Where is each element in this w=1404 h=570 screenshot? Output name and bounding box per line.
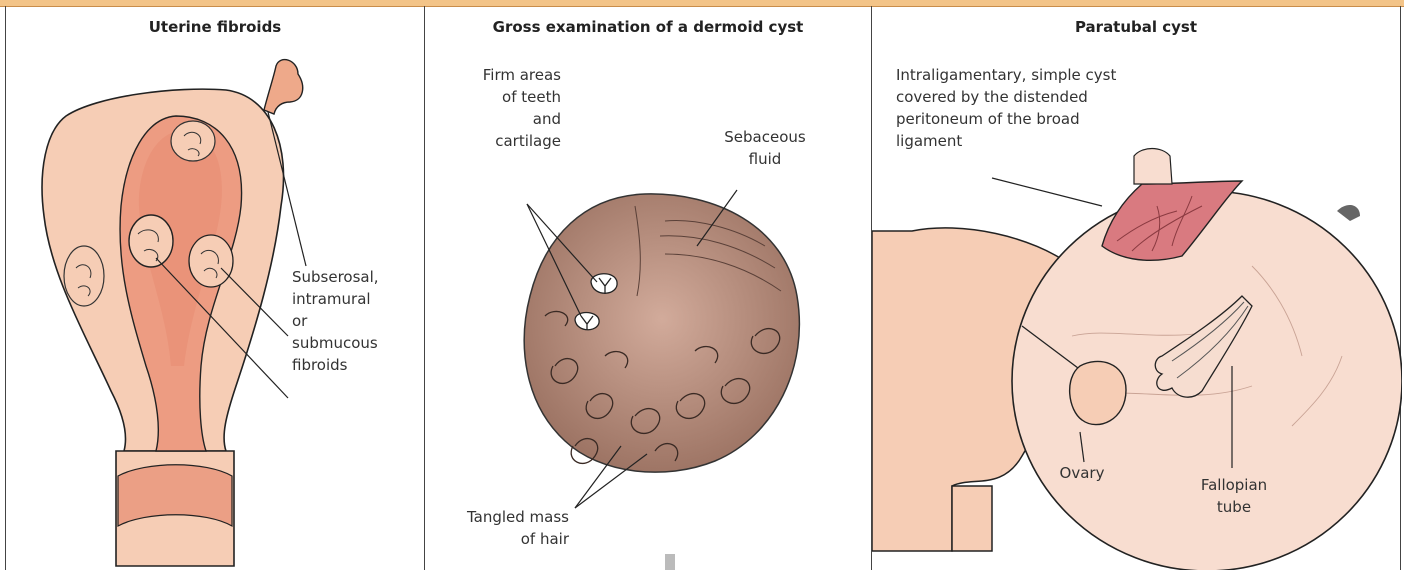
fallopian-tube-label: Fallopian tube <box>1184 474 1284 518</box>
panel-uterine-fibroids: Uterine fibroids Subserosal, intramural … <box>5 6 424 570</box>
fibroids-label: Subserosal, intramural or submucous fibr… <box>292 266 379 376</box>
paratubal-cyst-label: Intraligamentary, simple cyst covered by… <box>896 64 1116 152</box>
hair-label: Tangled mass of hair <box>435 506 569 550</box>
panel-paratubal-cyst: Paratubal cyst <box>871 6 1401 570</box>
sebaceous-fluid-label: Sebaceous fluid <box>711 126 819 170</box>
panel-dermoid-cyst: Gross examination of a dermoid cyst <box>424 6 871 570</box>
teeth-cartilage-label: Firm areas of teeth and cartilage <box>453 64 561 152</box>
submucous-fibroid <box>129 215 173 267</box>
ovary-label: Ovary <box>1042 462 1122 484</box>
subserosal-fibroid <box>171 121 215 161</box>
intramural-fibroid <box>189 235 233 287</box>
ovary <box>1070 361 1126 424</box>
fallopian-tube-tip <box>264 60 303 114</box>
